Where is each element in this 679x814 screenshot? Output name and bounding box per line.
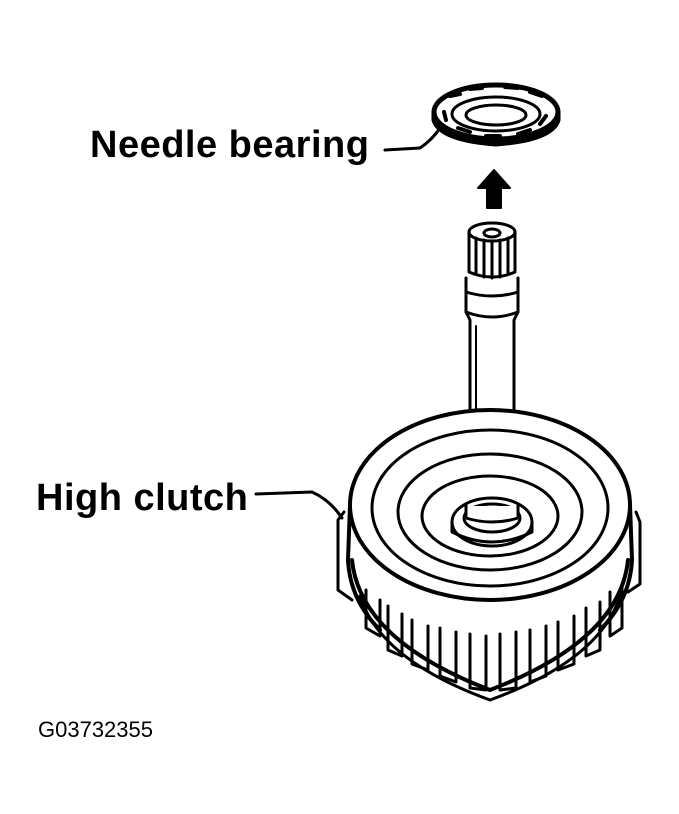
needle-bearing-leader <box>383 126 442 152</box>
high-clutch-label: High clutch <box>36 477 249 519</box>
figure-code: G03732355 <box>38 717 153 742</box>
high-clutch-drum <box>336 408 642 702</box>
needle-bearing-label: Needle bearing <box>90 124 370 166</box>
up-arrow-icon <box>477 169 511 209</box>
needle-bearing <box>431 82 561 147</box>
high-clutch-leader <box>254 490 344 520</box>
